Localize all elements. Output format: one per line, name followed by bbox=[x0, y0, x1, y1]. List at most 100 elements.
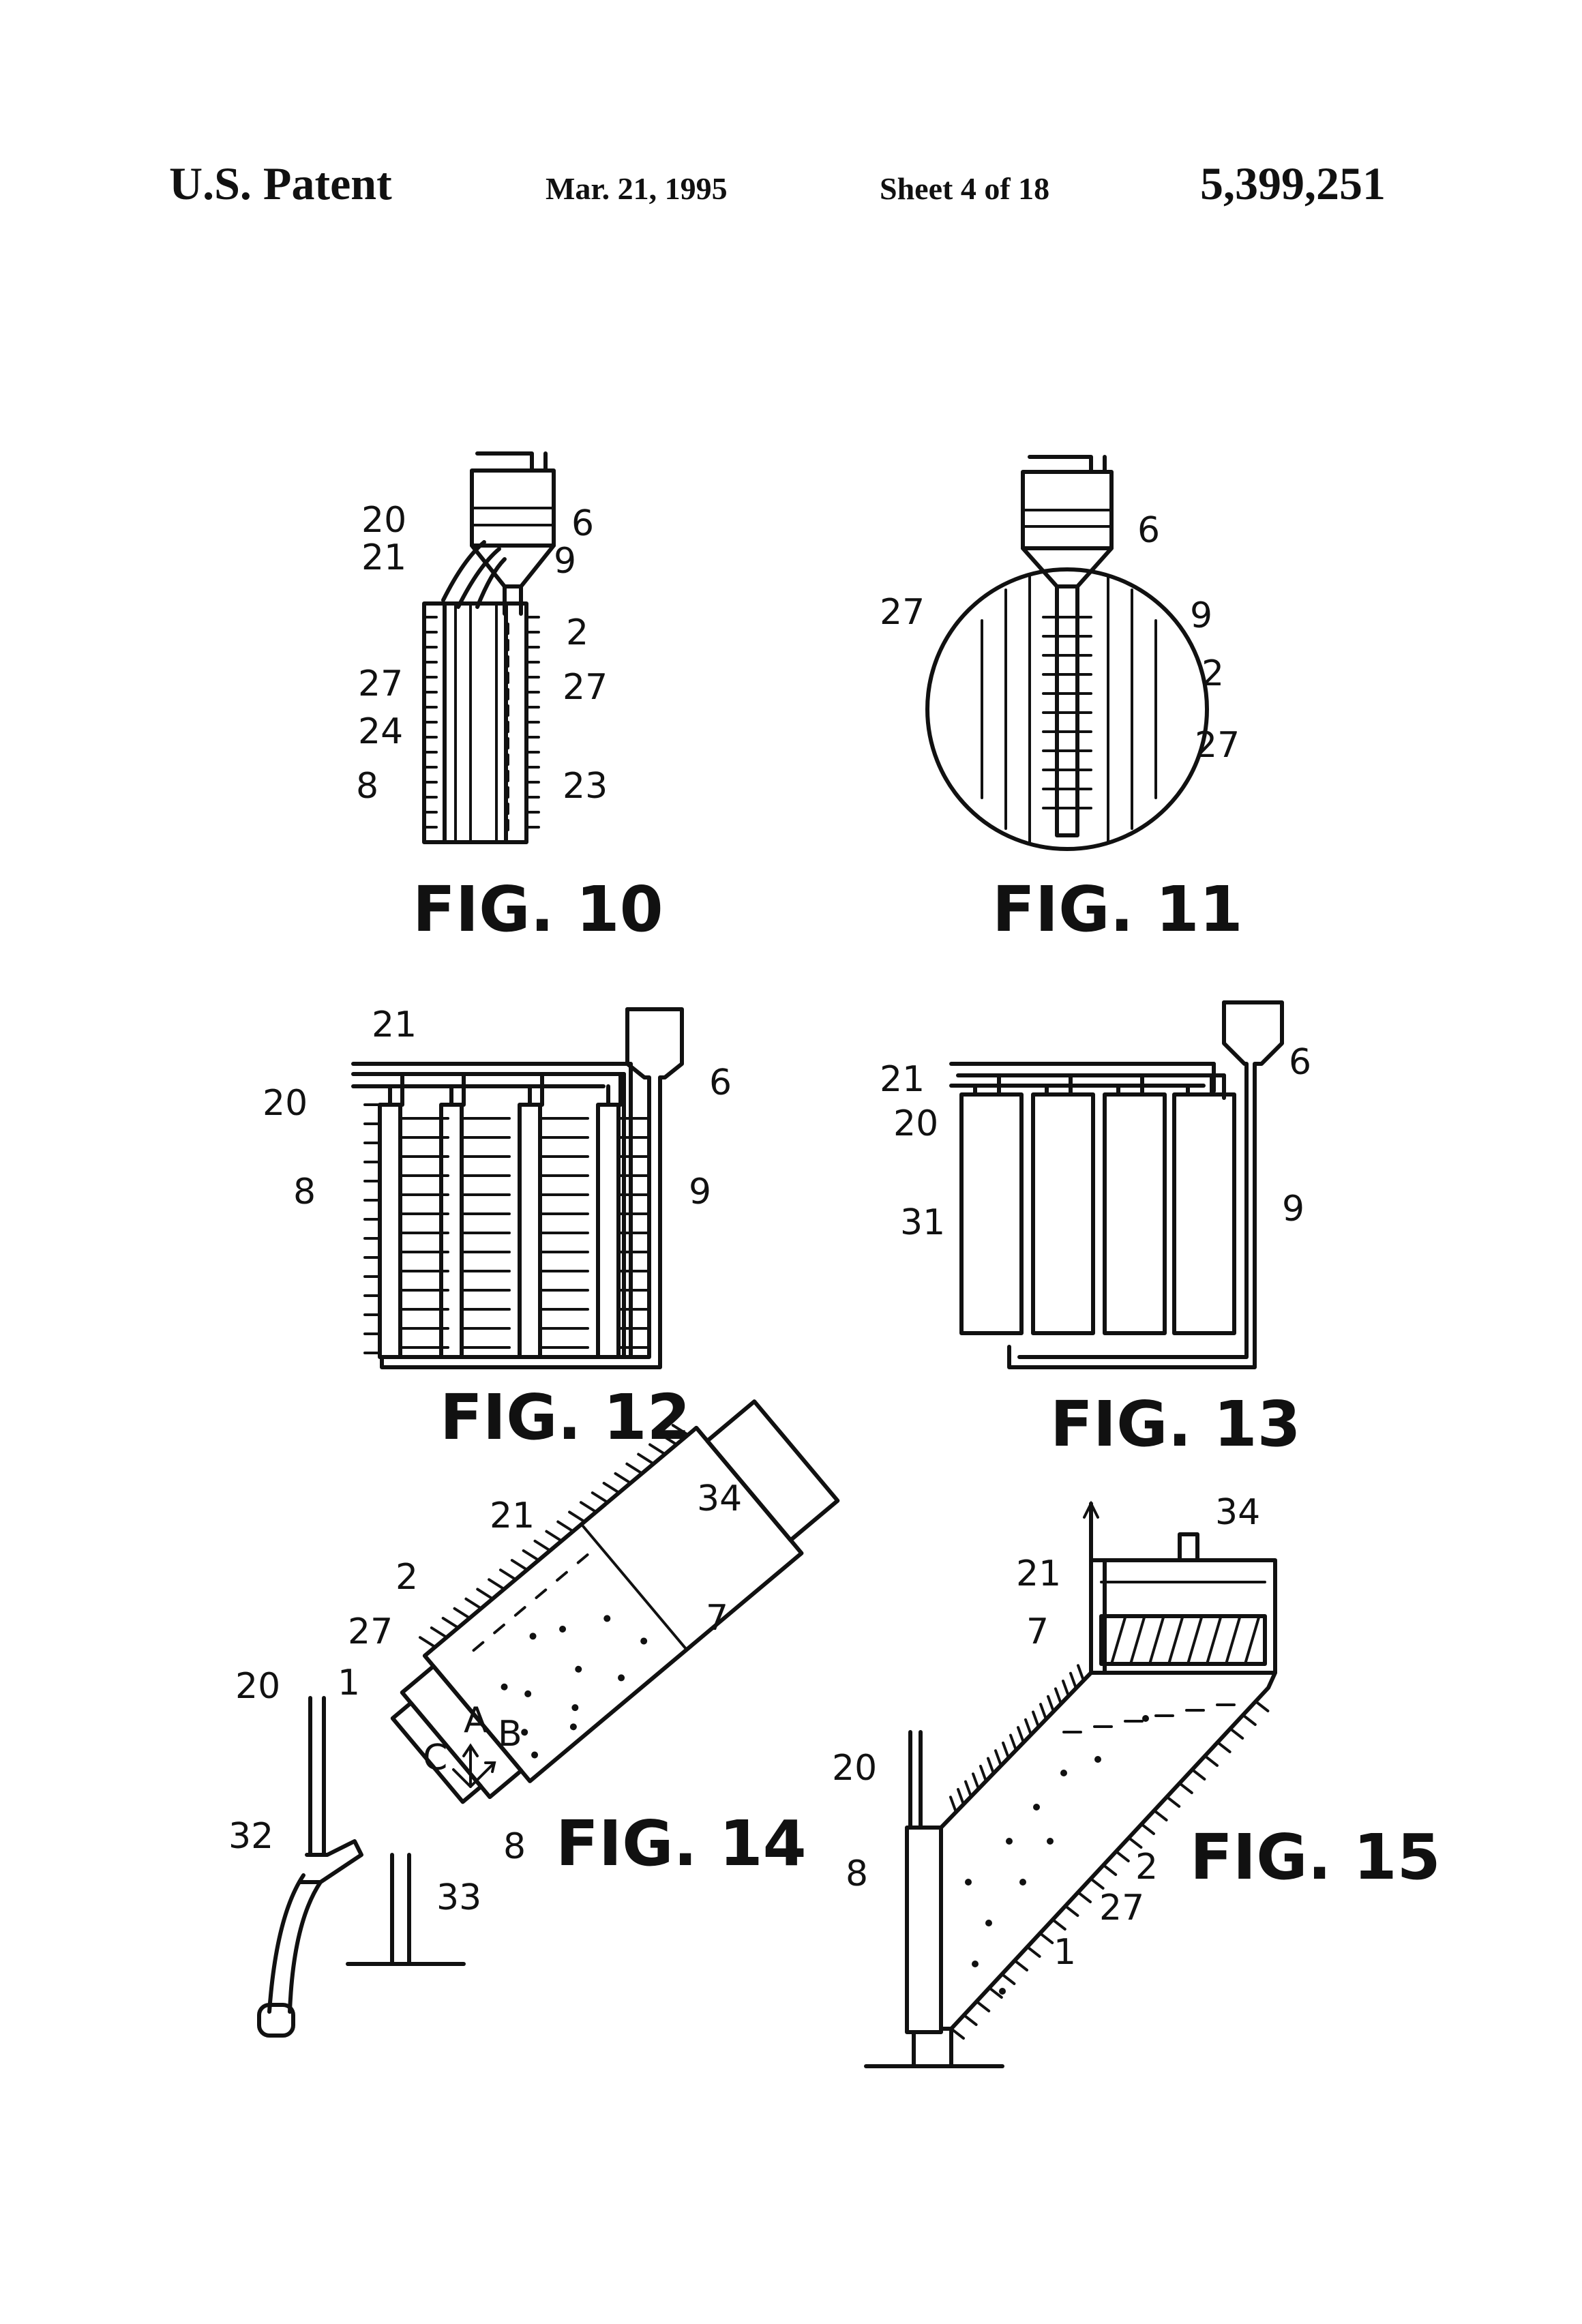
drawing-cell bbox=[961, 1094, 1021, 1333]
drawing-line bbox=[1028, 1947, 1040, 1956]
drawing-line bbox=[1131, 1618, 1144, 1664]
drawing-line bbox=[958, 1789, 964, 1804]
fig-14-label: FIG. 14 bbox=[556, 1807, 807, 1880]
drawing-line bbox=[996, 1751, 1001, 1766]
drawing-dot bbox=[1006, 1838, 1013, 1845]
fig-10-label: FIG. 10 bbox=[413, 873, 663, 946]
fig-12-label: FIG. 12 bbox=[440, 1381, 691, 1454]
drawing-line bbox=[964, 2015, 976, 2025]
ref-fig15-27: 27 bbox=[1099, 1888, 1144, 1928]
ref-fig14-34: 34 bbox=[697, 1478, 742, 1519]
drawing-dot bbox=[965, 1879, 972, 1886]
figure-10 bbox=[424, 453, 554, 842]
drawing-line bbox=[1150, 1618, 1163, 1664]
drawing-cell bbox=[1105, 1094, 1165, 1333]
drawing-line bbox=[536, 1590, 546, 1598]
fig-11-label: FIG. 11 bbox=[992, 873, 1243, 946]
ref-fig14-8: 8 bbox=[503, 1826, 526, 1867]
ref-fig14-2: 2 bbox=[395, 1557, 418, 1598]
drawing-dot bbox=[616, 1673, 626, 1682]
ref-fig13-21: 21 bbox=[880, 1059, 925, 1100]
ref-fig14-7: 7 bbox=[706, 1598, 728, 1639]
figure-labels: FIG. 10 FIG. 11 FIG. 12 FIG. 13 FIG. 14 … bbox=[413, 873, 1441, 1894]
ref-fig11-2: 2 bbox=[1202, 653, 1224, 694]
drawing-dot bbox=[558, 1624, 567, 1634]
figure-12 bbox=[353, 1009, 682, 1367]
fig-15-label: FIG. 15 bbox=[1190, 1821, 1441, 1894]
drawing-line bbox=[981, 1766, 986, 1781]
drawing-line bbox=[474, 1643, 483, 1651]
drawing-line bbox=[1180, 1783, 1192, 1793]
ref-fig14-33: 33 bbox=[436, 1877, 481, 1918]
drawing-dot bbox=[999, 1988, 1006, 1995]
drawing-dot bbox=[523, 1689, 533, 1699]
ref-fig11-9: 9 bbox=[1190, 595, 1212, 636]
ref-fig14-32: 32 bbox=[228, 1816, 273, 1857]
drawing-dot bbox=[573, 1665, 583, 1674]
drawing-line bbox=[1015, 1961, 1027, 1970]
ref-fig10-20: 20 bbox=[361, 500, 406, 541]
fig-13-label: FIG. 13 bbox=[1050, 1388, 1301, 1461]
drawing-line bbox=[976, 2001, 989, 2011]
drawing-line bbox=[1048, 1697, 1054, 1712]
drawing-line bbox=[1226, 1618, 1240, 1664]
drawing-line bbox=[1230, 1729, 1242, 1738]
drawing-dot bbox=[499, 1682, 509, 1692]
drawing-line bbox=[951, 1797, 956, 1812]
ref-fig10-8: 8 bbox=[356, 766, 378, 807]
drawing-line bbox=[1243, 1715, 1255, 1725]
drawing-line bbox=[1026, 1720, 1031, 1735]
drawing-line bbox=[988, 1759, 994, 1774]
ref-fig12-9: 9 bbox=[689, 1172, 711, 1212]
ref-fig11-27b: 27 bbox=[1195, 725, 1240, 766]
drawing-line bbox=[1207, 1618, 1221, 1664]
ref-fig12-21: 21 bbox=[372, 1004, 417, 1045]
ref-fig14-A: A bbox=[464, 1700, 488, 1741]
drawing-line bbox=[1011, 1735, 1016, 1751]
drawing-dot bbox=[972, 1961, 979, 1967]
drawing-line bbox=[1041, 1704, 1046, 1719]
drawing-line bbox=[1040, 1933, 1052, 1943]
figure-11 bbox=[927, 457, 1207, 849]
drawing-cell bbox=[1174, 1094, 1234, 1333]
drawing-dot bbox=[530, 1750, 539, 1759]
drawing-line bbox=[1245, 1618, 1259, 1664]
drawing-line bbox=[1003, 1743, 1009, 1758]
drawing-line bbox=[1063, 1681, 1069, 1696]
drawing-cell bbox=[598, 1105, 618, 1357]
drawing-line bbox=[1192, 1770, 1204, 1779]
drawing-line bbox=[516, 1607, 525, 1615]
drawing-line bbox=[1141, 1824, 1154, 1834]
drawing-line bbox=[1091, 1879, 1103, 1888]
ref-fig14-20: 20 bbox=[235, 1666, 280, 1707]
drawing-line bbox=[1167, 1797, 1179, 1806]
drawing-line bbox=[1103, 1865, 1116, 1875]
drawing-line bbox=[1111, 1618, 1125, 1664]
ref-fig11-6: 6 bbox=[1137, 510, 1160, 551]
drawing-line bbox=[1205, 1756, 1217, 1766]
drawing-line bbox=[1002, 1974, 1014, 1984]
drawing-dot bbox=[602, 1613, 612, 1623]
ref-fig15-34: 34 bbox=[1215, 1492, 1260, 1533]
drawing-line bbox=[1071, 1673, 1076, 1688]
drawing-dot bbox=[528, 1631, 537, 1641]
ref-fig10-27b: 27 bbox=[563, 667, 608, 708]
drawing-line bbox=[1078, 1892, 1090, 1902]
ref-fig14-1: 1 bbox=[338, 1663, 360, 1703]
drawing-line bbox=[1053, 1920, 1065, 1929]
ref-fig15-21: 21 bbox=[1016, 1553, 1061, 1594]
drawing-line bbox=[973, 1774, 979, 1789]
drawing-cell bbox=[380, 1105, 400, 1357]
ref-fig12-20: 20 bbox=[263, 1083, 308, 1124]
ref-fig15-2: 2 bbox=[1135, 1847, 1158, 1888]
drawing-line bbox=[966, 1782, 971, 1797]
ref-fig15-7: 7 bbox=[1026, 1611, 1049, 1652]
drawing-cell bbox=[441, 1105, 462, 1357]
ref-fig10-23: 23 bbox=[563, 766, 608, 807]
ref-fig15-8: 8 bbox=[846, 1853, 868, 1894]
drawing-cell bbox=[520, 1105, 540, 1357]
figure-15 bbox=[866, 1504, 1275, 2066]
ref-fig14-B: B bbox=[498, 1714, 522, 1755]
drawing-line bbox=[1129, 1838, 1141, 1847]
